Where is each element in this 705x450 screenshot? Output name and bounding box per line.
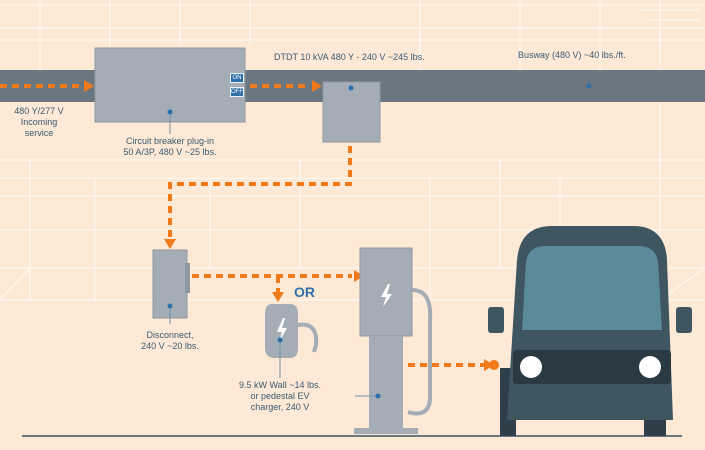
charger-line-3: charger, 240 V <box>250 402 310 412</box>
lightning-bolt-icon <box>277 318 287 342</box>
charger-label: 9.5 kW Wall ~14 lbs. or pedestal EV char… <box>225 380 335 413</box>
transformer-box <box>322 81 381 143</box>
breaker-line-2: 50 A/3P, 480 V ~25 lbs. <box>123 147 217 157</box>
leader-lines <box>169 112 378 397</box>
incoming-line-2: Incoming <box>20 117 58 127</box>
leader-dot-icon <box>167 83 592 399</box>
busway-label: Busway (480 V) ~40 lbs./ft. <box>518 50 626 60</box>
incoming-line-3: service <box>24 128 54 138</box>
disconnect-label: Disconnect, 240 V ~20 lbs. <box>120 330 220 352</box>
electric-van <box>488 226 692 436</box>
transformer-label: DTDT 10 kVA 480 Y - 240 V ~245 lbs. <box>274 52 425 62</box>
charger-line-1: 9.5 kW Wall ~14 lbs. <box>239 380 321 390</box>
building-wireframe <box>0 0 705 301</box>
disconnect-line-1: Disconnect, <box>146 330 194 340</box>
or-label: OR <box>294 284 315 300</box>
power-flow-lines <box>0 84 484 367</box>
incoming-line-1: 480 Y/277 V <box>14 106 64 116</box>
pedestal-charger <box>354 247 433 434</box>
lightning-bolt-icon <box>381 284 392 307</box>
breaker-line-1: Circuit breaker plug-in <box>125 136 215 146</box>
van-arrow-dot <box>489 360 499 370</box>
breaker-off-tag: OFF <box>230 87 244 97</box>
breaker-on-tag: ON <box>230 73 244 83</box>
disconnect-line-2: 240 V ~20 lbs. <box>141 341 199 351</box>
wall-charger <box>265 304 319 358</box>
disconnect-handle <box>185 263 190 293</box>
charger-line-2: or pedestal EV <box>250 391 310 401</box>
incoming-service-label: 480 Y/277 V Incoming service <box>4 106 74 139</box>
circuit-breaker-label: Circuit breaker plug-in 50 A/3P, 480 V ~… <box>100 136 240 158</box>
